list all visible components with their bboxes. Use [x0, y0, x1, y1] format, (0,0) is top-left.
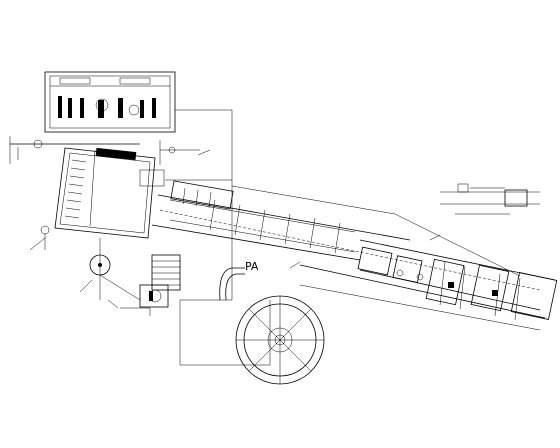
detail-inset [440, 183, 540, 215]
control-room [44, 71, 176, 133]
gauge-symbol [168, 146, 176, 154]
zone-label: PA [245, 260, 259, 273]
pump-units [89, 238, 169, 316]
control-room-equipment [58, 77, 156, 118]
control-room-outline [44, 71, 176, 133]
annotation-marks [17, 147, 441, 309]
clarifier-tank [219, 267, 325, 385]
valve-symbol [33, 139, 43, 149]
screening-room [40, 147, 165, 250]
inclined-channel [151, 180, 541, 291]
blower-unit [139, 284, 169, 308]
detail-box [504, 189, 528, 207]
valve-symbol-left [40, 225, 50, 235]
equipment-box [139, 169, 165, 187]
conveyor-right [299, 239, 558, 331]
stair-hatch [64, 159, 87, 219]
left-instrument-lines [9, 109, 233, 180]
building-outline [165, 179, 521, 366]
stair-lower [151, 254, 181, 291]
